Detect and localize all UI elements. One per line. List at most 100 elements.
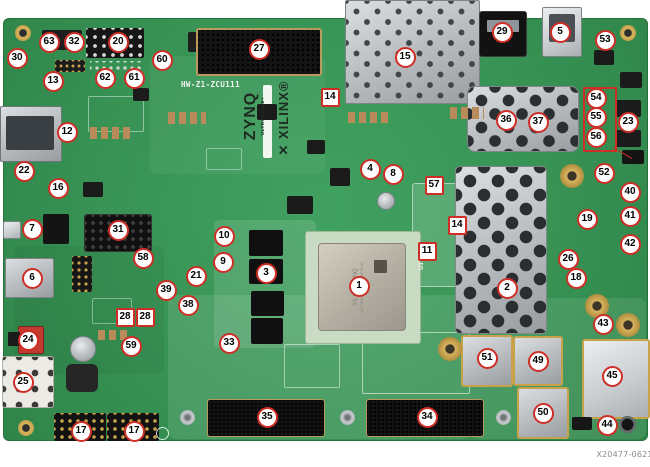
callout-4: 4 <box>359 158 381 180</box>
callout-9: 9 <box>212 251 234 273</box>
callout-19: 19 <box>576 208 598 230</box>
cap-row-2 <box>90 127 134 139</box>
silk-ring <box>156 427 169 440</box>
ic-decor-3 <box>133 88 149 101</box>
callout-50: 50 <box>532 402 554 424</box>
jumper-top-right <box>622 150 644 164</box>
callout-16: 16 <box>47 177 69 199</box>
jumper-near-44 <box>572 417 592 430</box>
callout-44: 44 <box>596 414 618 436</box>
ic-decor-5 <box>83 182 103 197</box>
silver-cap-center <box>377 192 395 210</box>
callout-17: 17 <box>123 420 145 442</box>
ic-decor-6 <box>257 104 277 120</box>
osc-can-45 <box>582 339 650 419</box>
ddr-chip-3 <box>251 291 284 316</box>
callout-49: 49 <box>527 350 549 372</box>
silkscreen-model: HW-Z1-ZCU111 <box>181 80 257 90</box>
rf-tile-shield-2 <box>455 166 547 334</box>
callout-15: 15 <box>394 46 416 68</box>
callout-56: 56 <box>585 126 607 148</box>
callout-37: 37 <box>527 111 549 133</box>
callout-36: 36 <box>495 109 517 131</box>
callout-32: 32 <box>63 31 85 53</box>
ethernet-slot <box>6 116 54 150</box>
callout-30: 30 <box>6 47 28 69</box>
ic-decor-4 <box>307 140 325 154</box>
callout-8: 8 <box>382 163 404 185</box>
pushbutton-1 <box>620 72 642 88</box>
callout-11: 11 <box>417 241 437 261</box>
callout-45: 45 <box>601 365 623 387</box>
callout-7: 7 <box>21 218 43 240</box>
callout-12: 12 <box>56 121 78 143</box>
pushbutton-3 <box>616 130 641 147</box>
callout-34: 34 <box>416 406 438 428</box>
cap-row-4 <box>450 107 484 119</box>
callout-5: 5 <box>549 21 571 43</box>
callout-24: 24 <box>17 329 39 351</box>
callout-13: 13 <box>42 70 64 92</box>
cap-row-1 <box>168 112 206 124</box>
sma-connector-1 <box>560 164 584 188</box>
cap-row-5 <box>98 330 128 340</box>
callout-2: 2 <box>496 277 518 299</box>
silk-box-4 <box>206 148 242 170</box>
callout-39: 39 <box>155 279 177 301</box>
callout-57: 57 <box>424 175 444 195</box>
callout-63: 63 <box>38 31 60 53</box>
callout-14: 14 <box>447 215 467 235</box>
cap-row-3 <box>348 112 388 123</box>
callout-23: 23 <box>617 111 639 133</box>
ic-near-7 <box>43 214 69 244</box>
callout-55: 55 <box>585 106 607 128</box>
callout-51: 51 <box>476 347 498 369</box>
mount-hole-tr <box>620 25 636 41</box>
power-switch-lever <box>8 332 20 346</box>
standoff-3 <box>496 410 511 425</box>
screw-br <box>619 416 636 433</box>
mount-hole-tl <box>15 25 31 41</box>
silkscreen-xilinx: ✕ XILINX® <box>276 70 294 166</box>
callout-59: 59 <box>120 335 142 357</box>
callout-33: 33 <box>218 332 240 354</box>
micro-usb-port-7 <box>3 221 21 239</box>
callout-62: 62 <box>94 67 116 89</box>
callout-1: 1 <box>348 275 370 297</box>
callout-10: 10 <box>213 225 235 247</box>
callout-3: 3 <box>255 262 277 284</box>
callout-6: 6 <box>21 267 43 289</box>
callout-18: 18 <box>565 267 587 289</box>
callout-26: 26 <box>557 248 579 270</box>
callout-42: 42 <box>619 233 641 255</box>
callout-27: 27 <box>248 38 270 60</box>
silkscreen-model-label: HW-Z1-ZCU111 <box>181 80 240 89</box>
callout-22: 22 <box>13 160 35 182</box>
callout-52: 52 <box>593 162 615 184</box>
callout-14: 14 <box>320 87 340 107</box>
callout-40: 40 <box>619 181 641 203</box>
callout-17: 17 <box>70 420 92 442</box>
callout-28: 28 <box>115 307 135 327</box>
pmod-header-17a <box>54 413 106 441</box>
callout-43: 43 <box>592 313 614 335</box>
ddr-chip-1 <box>249 230 283 256</box>
rfmc-shield-36-37 <box>467 86 579 152</box>
callout-21: 21 <box>185 265 207 287</box>
silkscreen-zynq-subline: ULTRASCALE+ <box>260 96 265 136</box>
standoff-1 <box>180 410 195 425</box>
mount-hole-bl <box>18 420 34 436</box>
header-top-left <box>55 60 85 72</box>
callout-35: 35 <box>256 406 278 428</box>
standoff-2 <box>340 410 355 425</box>
zynq-qr-code <box>374 260 387 273</box>
electrolytic-cap <box>70 336 96 362</box>
toroid-inductor <box>66 364 98 392</box>
silkscreen-u1-label: U1 <box>419 262 425 270</box>
silkscreen-zynq-label: ZYNQ <box>242 91 259 141</box>
silk-box-2 <box>284 344 340 388</box>
callout-31: 31 <box>107 219 129 241</box>
pin-row-top <box>90 61 142 72</box>
sma-connector-3 <box>616 313 640 337</box>
